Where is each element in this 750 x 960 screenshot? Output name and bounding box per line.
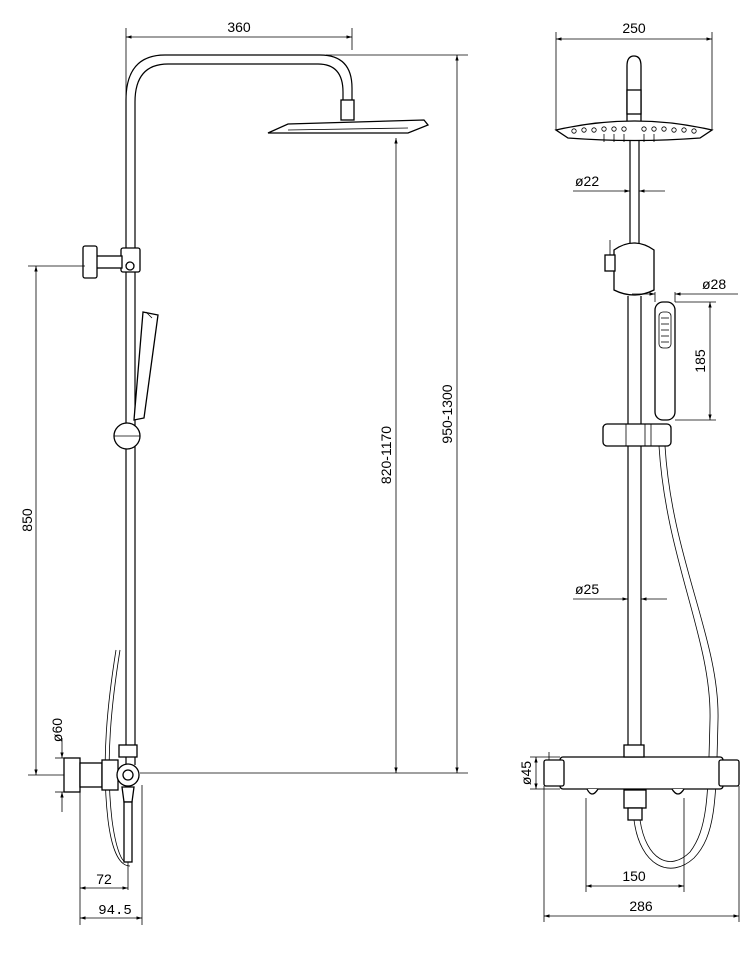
dim-handset-dia: ø28 <box>702 276 726 292</box>
front-handset-nozzles <box>661 317 669 343</box>
front-mixer-body <box>559 756 724 790</box>
front-slider <box>602 423 672 447</box>
side-clamp-knob <box>82 245 98 279</box>
dim-holder-height: 850 <box>19 508 35 532</box>
front-head-nozzles <box>571 126 697 134</box>
side-shower-head <box>267 119 430 134</box>
front-view: 250 ø22 ø28 185 ø25 ø45 150 28 <box>518 20 740 922</box>
side-hose <box>108 649 127 863</box>
side-view: 360 950-1300 820-1170 850 ø60 72 94.5 <box>19 19 468 925</box>
dim-head-dia: 250 <box>622 20 646 36</box>
dim-centers: 150 <box>622 868 646 884</box>
dim-offset: 72 <box>96 871 112 887</box>
front-hand-shower <box>654 301 676 421</box>
front-upper-clamp <box>613 242 655 296</box>
front-left-handle <box>543 759 565 787</box>
side-wall-flange <box>63 757 81 793</box>
side-hand-shower <box>133 311 159 421</box>
dim-rail-dia: ø25 <box>575 581 599 597</box>
side-head-connector <box>340 99 355 121</box>
side-riser-inner <box>134 63 344 765</box>
front-right-handle <box>718 759 740 787</box>
dim-mixer-dia: ø45 <box>518 761 534 785</box>
front-outlet <box>623 789 647 809</box>
dim-total-height: 950-1300 <box>439 384 455 443</box>
dim-handset-len: 185 <box>692 349 708 373</box>
dim-depth: 94.5 <box>98 903 132 919</box>
dim-side-width: 360 <box>227 19 251 35</box>
dim-head-height: 820-1170 <box>378 426 394 484</box>
side-riser-outer <box>125 54 353 765</box>
dim-arm-dia: ø22 <box>575 173 599 189</box>
front-shower-head <box>554 120 714 142</box>
dim-overall-width: 286 <box>629 898 653 914</box>
dim-wall-dia: ø60 <box>49 718 65 742</box>
side-mixer-body <box>101 759 119 791</box>
